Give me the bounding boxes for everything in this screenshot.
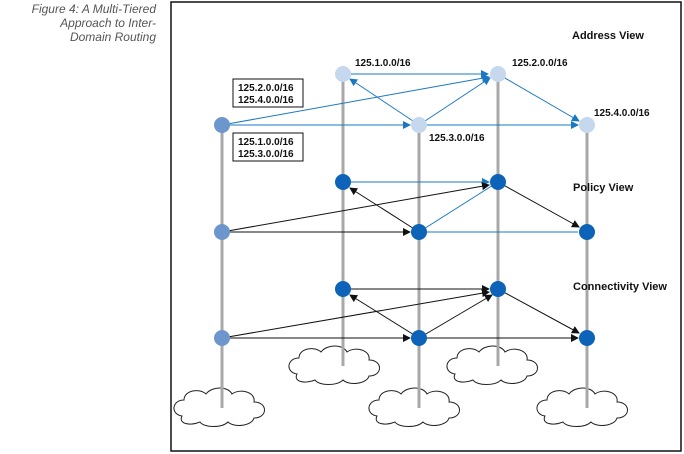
connectivity-view-label: Connectivity View bbox=[573, 281, 667, 293]
connectivity-link bbox=[418, 294, 493, 339]
figure-caption: Figure 4: A Multi-Tiered Approach to Int… bbox=[0, 2, 156, 44]
aggregate-box-upper bbox=[232, 78, 304, 108]
aggregate-node bbox=[214, 330, 230, 346]
aggregate-node bbox=[214, 117, 230, 133]
prefix-label: 125.3.0.0/16 bbox=[429, 133, 485, 144]
domain-cloud bbox=[368, 387, 460, 427]
connectivity-node bbox=[579, 330, 595, 346]
connectivity-link bbox=[221, 289, 490, 339]
aggregate-prefix: 125.4.0.0/16 bbox=[238, 95, 294, 106]
figure-frame bbox=[170, 1, 682, 452]
policy-node bbox=[579, 224, 595, 240]
connectivity-node bbox=[335, 281, 351, 297]
address-link bbox=[349, 78, 420, 126]
caption-line-2: Approach to Inter- bbox=[60, 16, 156, 30]
connectivity-node bbox=[411, 330, 427, 346]
connectivity-link bbox=[349, 294, 420, 339]
address-link bbox=[221, 74, 490, 126]
aggregate-prefix: 125.2.0.0/16 bbox=[238, 83, 294, 94]
aggregate-node bbox=[214, 224, 230, 240]
prefix-label: 125.4.0.0/16 bbox=[594, 108, 650, 119]
connectivity-link bbox=[497, 288, 580, 334]
caption-line-1: Figure 4: A Multi-Tiered bbox=[31, 2, 156, 16]
aggregate-prefix: 125.1.0.0/16 bbox=[238, 137, 294, 148]
domain-cloud bbox=[536, 387, 628, 427]
caption-line-3: Domain Routing bbox=[69, 30, 156, 44]
policy-link bbox=[349, 187, 420, 233]
prefix-label: 125.1.0.0/16 bbox=[355, 58, 411, 69]
address-node bbox=[579, 117, 595, 133]
address-node bbox=[335, 66, 351, 82]
address-node bbox=[490, 66, 506, 82]
policy-node bbox=[335, 174, 351, 190]
address-view-label: Address View bbox=[572, 30, 644, 42]
policy-link bbox=[497, 181, 580, 228]
address-link bbox=[418, 77, 491, 126]
policy-link bbox=[221, 182, 490, 233]
address-link bbox=[497, 73, 580, 122]
policy-node bbox=[411, 224, 427, 240]
address-node bbox=[411, 117, 427, 133]
aggregate-box-lower bbox=[232, 132, 304, 162]
domain-cloud bbox=[288, 345, 380, 385]
policy-link bbox=[418, 181, 499, 233]
connectivity-node bbox=[490, 281, 506, 297]
domain-cloud bbox=[446, 345, 538, 385]
prefix-label: 125.2.0.0/16 bbox=[512, 58, 568, 69]
policy-node bbox=[490, 174, 506, 190]
aggregate-prefix: 125.3.0.0/16 bbox=[238, 149, 294, 160]
policy-view-label: Policy View bbox=[573, 182, 634, 194]
domain-cloud bbox=[173, 387, 265, 427]
